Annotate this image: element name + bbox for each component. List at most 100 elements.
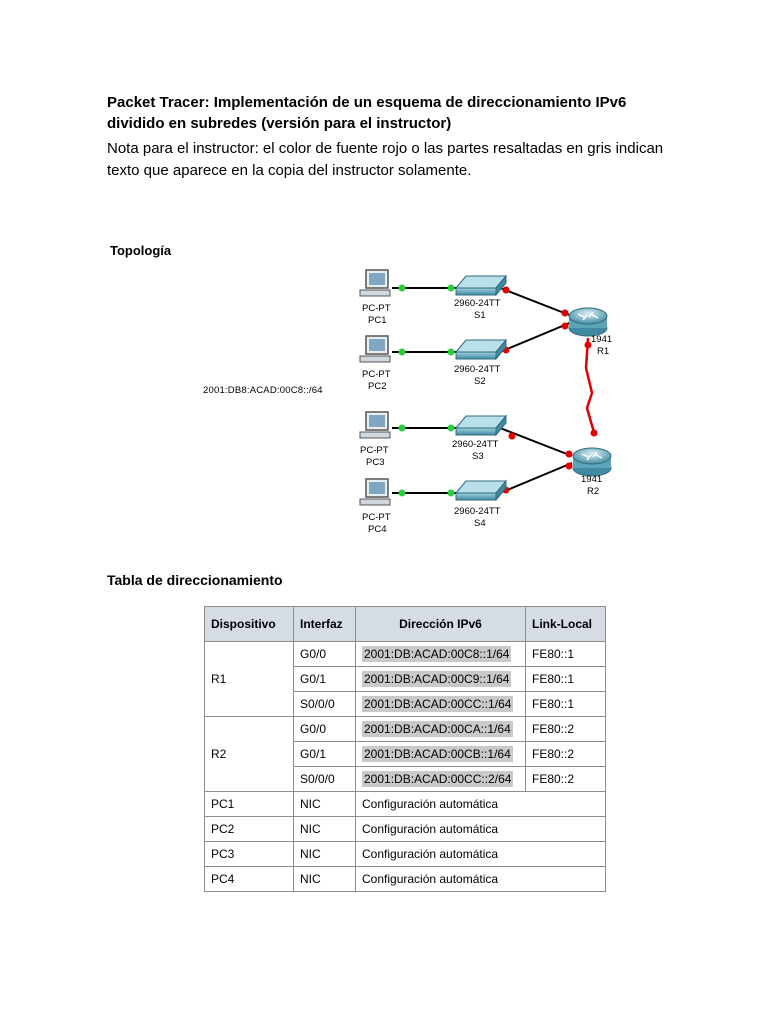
port-dot — [508, 432, 516, 440]
config-cell: Configuración automática — [355, 866, 606, 892]
link-local-cell: FE80::2 — [525, 716, 606, 742]
ipv6-value: 2001:DB:ACAD:00CB::1/64 — [362, 746, 513, 762]
ipv6-value: 2001:DB:ACAD:00CC::1/64 — [362, 696, 514, 712]
pc1-model: PC-PT — [362, 303, 391, 314]
interface-cell: NIC — [293, 866, 356, 892]
switch-icon — [454, 479, 508, 502]
s3-model: 2960-24TT — [452, 439, 499, 450]
table-row: G0/1 2001:DB:ACAD:00CB::1/64 FE80::2 — [205, 741, 606, 767]
subnet-label: 2001:DB8:ACAD:00C8::/64 — [203, 385, 323, 396]
link-local-cell: FE80::2 — [525, 766, 606, 792]
port-dot — [398, 284, 406, 292]
link-local-cell: FE80::1 — [525, 691, 606, 717]
interface-cell: G0/1 — [293, 741, 356, 767]
router-icon — [568, 307, 608, 337]
s3-name: S3 — [472, 451, 484, 462]
port-dot — [447, 489, 455, 497]
r2-name: R2 — [587, 486, 599, 497]
ipv6-cell: 2001:DB:ACAD:00C8::1/64 — [355, 641, 526, 667]
page-title: Packet Tracer: Implementación de un esqu… — [107, 94, 627, 132]
port-dot — [398, 348, 406, 356]
addressing-table-heading: Tabla de direccionamiento — [107, 572, 283, 588]
link-s4-r2 — [499, 462, 573, 494]
table-row: S0/0/0 2001:DB:ACAD:00CC::2/64 FE80::2 — [205, 766, 606, 792]
pc1-name: PC1 — [368, 315, 386, 326]
pc-icon — [359, 478, 391, 506]
device-cell: R1 — [204, 641, 294, 717]
pc3-model: PC-PT — [360, 445, 389, 456]
port-dot — [590, 429, 598, 437]
ipv6-value: 2001:DB:ACAD:00C9::1/64 — [362, 671, 512, 687]
column-header: Dispositivo — [204, 606, 294, 642]
pc-icon — [359, 335, 391, 363]
pc4-model: PC-PT — [362, 512, 391, 523]
ipv6-value: 2001:DB:ACAD:00CC::2/64 — [362, 771, 514, 787]
port-dot — [447, 284, 455, 292]
port-dot — [561, 309, 569, 317]
r2-model: 1941 — [581, 474, 602, 485]
config-cell: Configuración automática — [355, 816, 606, 842]
link-s2-r1 — [499, 321, 573, 353]
ipv6-value: 2001:DB:ACAD:00CA::1/64 — [362, 721, 513, 737]
column-header: Dirección IPv6 — [355, 606, 526, 642]
table-header-row: Dispositivo Interfaz Dirección IPv6 Link… — [204, 606, 606, 642]
interface-cell: S0/0/0 — [293, 766, 356, 792]
device-cell: PC3 — [204, 841, 294, 867]
config-cell: Configuración automática — [355, 791, 606, 817]
table-row: PC3 NIC Configuración automática — [204, 841, 606, 867]
interface-cell: NIC — [293, 816, 356, 842]
ipv6-cell: 2001:DB:ACAD:00CA::1/64 — [355, 716, 526, 742]
switch-icon — [454, 274, 508, 297]
table-row: PC2 NIC Configuración automática — [204, 816, 606, 842]
ipv6-cell: 2001:DB:ACAD:00C9::1/64 — [355, 666, 526, 692]
addressing-table: Dispositivo Interfaz Dirección IPv6 Link… — [204, 606, 606, 892]
port-dot — [565, 462, 573, 470]
column-header: Link-Local — [525, 606, 606, 642]
table-row: R2 G0/0 2001:DB:ACAD:00CA::1/64 FE80::2 — [204, 716, 606, 792]
ipv6-cell: 2001:DB:ACAD:00CB::1/64 — [355, 741, 526, 767]
ipv6-cell: 2001:DB:ACAD:00CC::2/64 — [355, 766, 526, 792]
interface-cell: G0/0 — [293, 641, 356, 667]
port-dot — [565, 450, 573, 458]
port-dot — [447, 348, 455, 356]
table-row: PC4 NIC Configuración automática — [204, 866, 606, 892]
interface-cell: S0/0/0 — [293, 691, 356, 717]
port-dot — [502, 286, 510, 294]
router-icon — [572, 447, 612, 477]
table-row: PC1 NIC Configuración automática — [204, 791, 606, 817]
device-cell: PC4 — [204, 866, 294, 892]
port-dot — [398, 424, 406, 432]
link-s1-r1 — [499, 287, 573, 317]
serial-link-r1-r2 — [584, 337, 597, 437]
config-cell: Configuración automática — [355, 841, 606, 867]
interface-cell: G0/1 — [293, 666, 356, 692]
s1-model: 2960-24TT — [454, 298, 501, 309]
pc4-name: PC4 — [368, 524, 386, 535]
switch-icon — [454, 338, 508, 361]
link-local-cell: FE80::2 — [525, 741, 606, 767]
device-cell: PC1 — [204, 791, 294, 817]
r1-name: R1 — [597, 346, 609, 357]
link-local-cell: FE80::1 — [525, 641, 606, 667]
port-dot — [398, 489, 406, 497]
pc-icon — [359, 269, 391, 297]
switch-icon — [454, 414, 508, 437]
interface-cell: NIC — [293, 841, 356, 867]
interface-cell: NIC — [293, 791, 356, 817]
topology-diagram: PC-PT PC1 PC-PT PC2 PC-PT PC3 PC-PT PC4 … — [359, 269, 612, 535]
device-cell: R2 — [204, 716, 294, 792]
topology-heading: Topología — [110, 243, 172, 258]
table-row: G0/1 2001:DB:ACAD:00C9::1/64 FE80::1 — [205, 666, 606, 692]
s4-model: 2960-24TT — [454, 506, 501, 517]
s4-name: S4 — [474, 518, 486, 529]
pc-icon — [359, 411, 391, 439]
link-s3-r2 — [499, 427, 573, 457]
link-local-cell: FE80::1 — [525, 666, 606, 692]
s2-model: 2960-24TT — [454, 364, 501, 375]
ipv6-cell: 2001:DB:ACAD:00CC::1/64 — [355, 691, 526, 717]
column-header: Interfaz — [293, 606, 356, 642]
port-dot — [561, 322, 569, 330]
pc2-model: PC-PT — [362, 369, 391, 380]
pc3-name: PC3 — [366, 457, 384, 468]
port-dot — [584, 341, 592, 349]
